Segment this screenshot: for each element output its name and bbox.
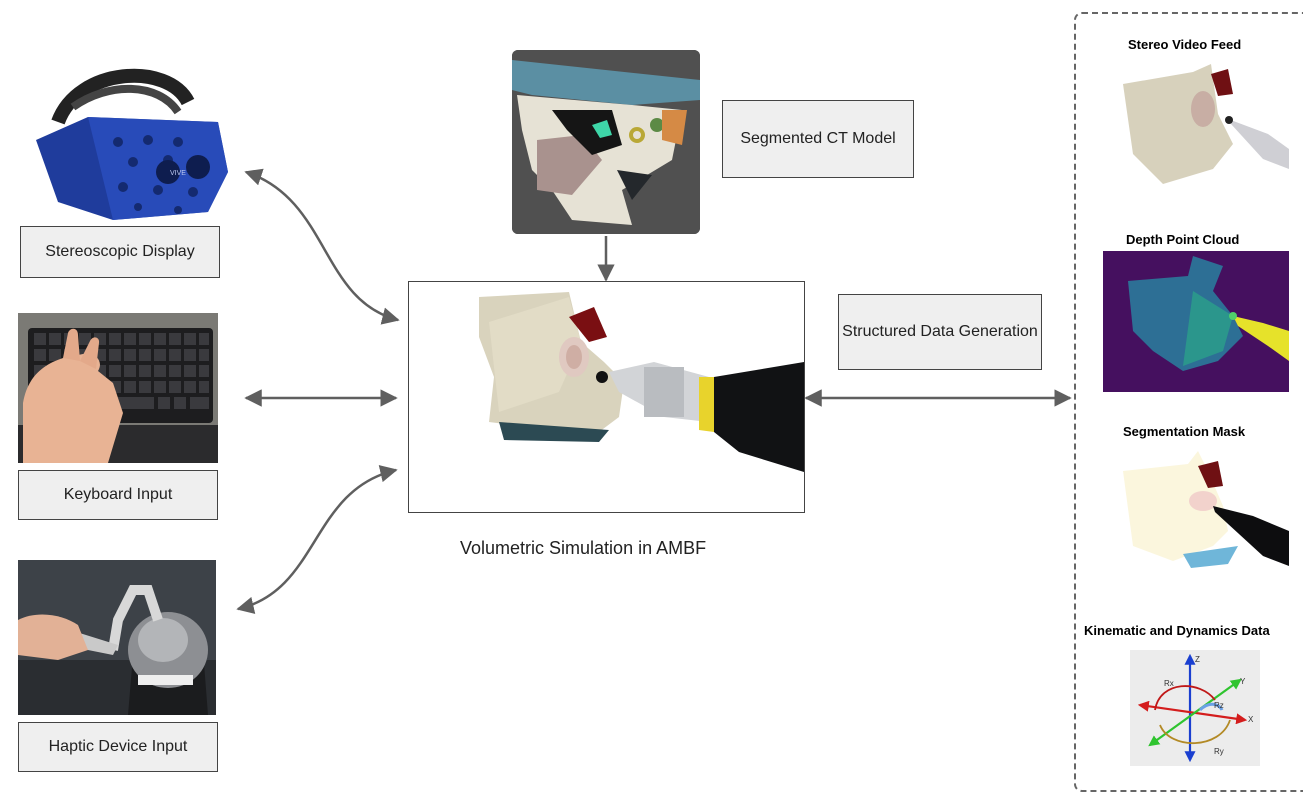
- arrow-headset-sim: [244, 168, 400, 325]
- structured-data-generation-box: Structured Data Generation: [838, 294, 1042, 370]
- simulation-caption: Volumetric Simulation in AMBF: [460, 538, 707, 558]
- segmentation-mask-image: [1103, 446, 1289, 588]
- keyboard-image: [18, 313, 218, 463]
- axis-x-label: X: [1248, 715, 1254, 724]
- keyboard-input-label: Keyboard Input: [63, 486, 173, 504]
- haptic-device-image: [18, 560, 216, 715]
- axis-z-label: Z: [1195, 655, 1200, 664]
- depth-point-cloud-image: [1103, 251, 1289, 392]
- headset-brand-text: VIVE: [170, 170, 186, 177]
- kinematic-dynamics-title: Kinematic and Dynamics Data: [1084, 623, 1270, 638]
- segmented-ct-image: [512, 50, 700, 234]
- outputs-panel: Stereo Video Feed Depth Point Cloud Segm…: [1074, 12, 1303, 792]
- depth-point-cloud-title: Depth Point Cloud: [1126, 232, 1240, 247]
- stereo-video-feed-title: Stereo Video Feed: [1128, 37, 1242, 52]
- stereo-video-feed-image: [1103, 54, 1289, 196]
- structured-data-generation-label: Structured Data Generation: [842, 323, 1038, 341]
- axis-y-label: Y: [1240, 677, 1246, 686]
- simulation-frame: [408, 281, 805, 513]
- vr-headset-image: VIVE: [18, 62, 232, 222]
- stereoscopic-display-box: Stereoscopic Display: [20, 226, 220, 278]
- segmented-ct-model-box: Segmented CT Model: [722, 100, 914, 178]
- arrow-haptic-sim: [236, 465, 398, 614]
- haptic-device-input-label: Haptic Device Input: [48, 738, 188, 756]
- axis-ry-label: Ry: [1214, 747, 1224, 756]
- connector-arrows: [236, 168, 1072, 614]
- keyboard-input-box: Keyboard Input: [18, 470, 218, 520]
- stereoscopic-display-label: Stereoscopic Display: [45, 243, 195, 261]
- haptic-device-input-box: Haptic Device Input: [18, 722, 218, 772]
- kinematic-axes-image: Z X Y Rx Ry Rz: [1130, 650, 1260, 766]
- segmented-ct-model-label: Segmented CT Model: [740, 130, 896, 148]
- segmentation-mask-title: Segmentation Mask: [1123, 424, 1246, 439]
- axis-rx-label: Rx: [1164, 679, 1174, 688]
- axis-rz-label: Rz: [1214, 701, 1224, 710]
